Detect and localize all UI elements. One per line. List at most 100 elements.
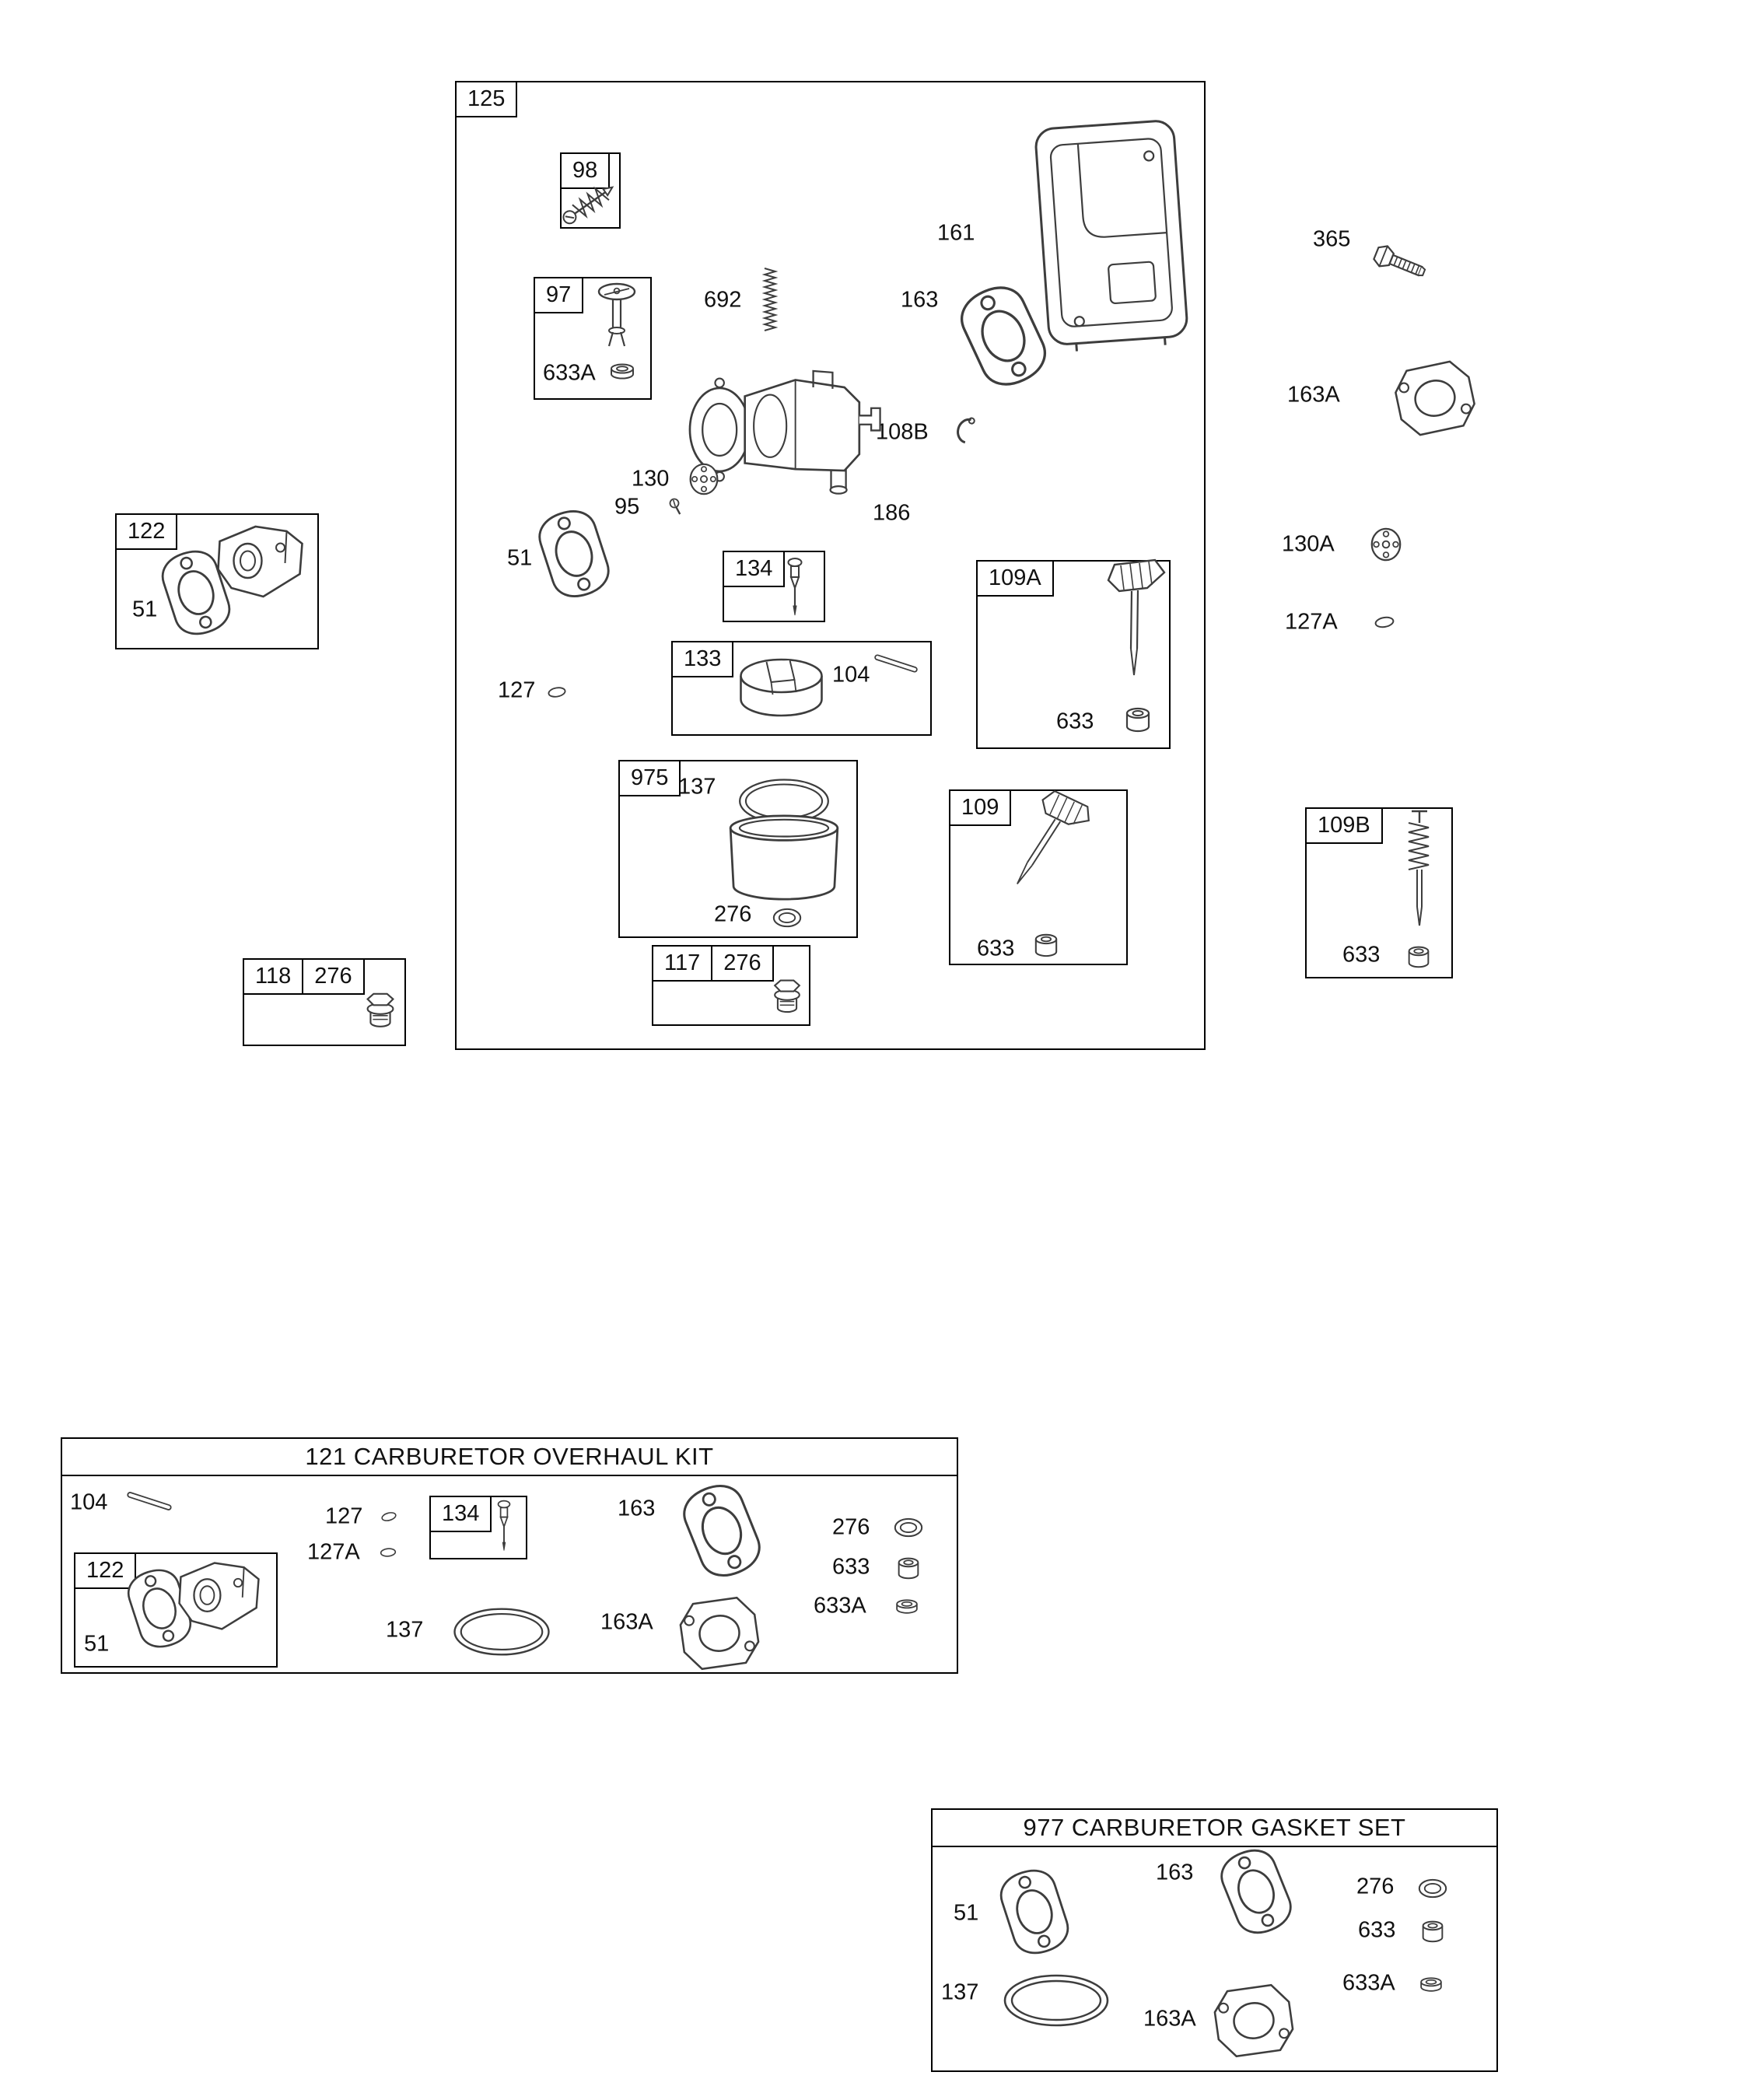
part-number-label: 51 [954, 1900, 979, 1926]
part-number-label: 108B [876, 419, 929, 445]
part-number-badge: 122 [115, 513, 178, 551]
kit-title: 977 CARBURETOR GASKET SET [933, 1810, 1496, 1847]
group-133-box: 133 [671, 641, 932, 736]
part-number-label: 633A [1342, 1970, 1395, 1996]
group-122-kit-box: 122 [74, 1552, 278, 1668]
seal-part-icon [896, 1599, 918, 1614]
part-number-badge: 276 [711, 945, 774, 982]
part-number-label: 104 [70, 1489, 108, 1515]
part-number-label: 276 [714, 901, 752, 927]
group-98-box: 98 [560, 152, 621, 229]
oring-lg-part-icon [453, 1608, 550, 1656]
part-number-label: 130A [1282, 531, 1335, 557]
part-number-label: 633 [1342, 942, 1381, 968]
group-134-box: 134 [723, 551, 825, 622]
part-number-label: 633 [1358, 1917, 1396, 1943]
part-number-badge: 134 [429, 1496, 492, 1533]
cyl-part-icon [1422, 1920, 1444, 1943]
needle-valve-part-icon [497, 1500, 511, 1552]
part-number-label: 137 [678, 774, 716, 800]
gasket-a-part-icon [1390, 357, 1480, 439]
group-122-badges: 122 [115, 513, 178, 551]
group-109A-box: 109A [976, 560, 1171, 749]
part-number-badge: 97 [534, 277, 584, 314]
part-number-badge: 109B [1305, 807, 1383, 845]
seal-part-icon [1420, 1977, 1442, 1992]
kit-title: 121 CARBURETOR OVERHAUL KIT [62, 1439, 957, 1476]
part-number-label: 163A [600, 1609, 653, 1635]
cover-part-icon [1033, 118, 1190, 355]
part-number-label: 163 [901, 287, 939, 313]
part-number-badge: 133 [671, 641, 734, 678]
part-number-label: 51 [132, 597, 158, 622]
gasket-a-part-icon [677, 1594, 762, 1672]
choke-part-icon [597, 282, 636, 348]
group-109B-box: 109B [1305, 807, 1453, 978]
oring-lg-part-icon [1003, 1974, 1109, 2027]
cyl-part-icon [1034, 933, 1058, 957]
part-number-label: 276 [1356, 1874, 1395, 1899]
group-122-box: 122 [115, 513, 319, 649]
group-109A-badges: 109A [976, 560, 1054, 597]
part-number-badge: 109A [976, 560, 1054, 597]
part-number-label: 163A [1143, 2006, 1196, 2032]
group-109-badges: 109 [949, 789, 1012, 827]
flange-part-icon [217, 525, 303, 598]
part-number-label: 692 [704, 287, 742, 313]
group-125-box: 125 [455, 81, 1206, 1050]
group-109-box: 109 [949, 789, 1128, 965]
group-98-badges: 98 [560, 152, 611, 190]
fitting-part-icon [366, 992, 394, 1027]
part-number-label: 633 [977, 936, 1015, 961]
part-number-label: 127 [498, 677, 536, 703]
part-number-label: 127 [325, 1503, 363, 1529]
needle-valve-part-icon [787, 557, 803, 617]
seal-part-icon [611, 363, 634, 380]
gasket-a-part-icon [1211, 1982, 1297, 2060]
part-number-label: 633 [832, 1554, 870, 1580]
part-number-label: 104 [832, 662, 870, 688]
part-number-label: 161 [937, 220, 975, 246]
oring-thin-part-icon [380, 1547, 397, 1558]
group-975-box: 975 [618, 760, 858, 938]
group-133-badges: 133 [671, 641, 734, 678]
part-number-badge: 975 [618, 760, 681, 797]
part-number-label: 51 [84, 1631, 110, 1657]
part-number-label: 163 [1156, 1860, 1194, 1885]
part-number-label: 137 [386, 1617, 424, 1643]
oring2-part-icon [1418, 1878, 1447, 1899]
group-134-kit-badges: 134 [429, 1496, 492, 1533]
part-number-label: 127A [307, 1539, 360, 1565]
group-97-box: 97 [534, 277, 652, 400]
part-number-badge: 125 [455, 81, 518, 118]
oring2-part-icon [894, 1517, 923, 1538]
group-975-badges: 975 [618, 760, 681, 797]
disc-part-icon [689, 463, 719, 495]
cyl-part-icon [1408, 946, 1430, 968]
group-125-badges: 125 [455, 81, 518, 118]
part-number-label: 633 [1056, 709, 1094, 734]
group-121-box: 121 CARBURETOR OVERHAUL KIT [61, 1437, 958, 1674]
group-109B-badges: 109B [1305, 807, 1383, 845]
part-number-badge: 122 [74, 1552, 137, 1590]
part-number-label: 186 [873, 500, 911, 526]
needle-rib-part-icon [1107, 558, 1166, 677]
fitting-part-icon [774, 979, 800, 1013]
cup-part-icon [729, 814, 839, 901]
float-part-icon [740, 658, 823, 717]
part-number-badge: 134 [723, 551, 786, 588]
part-number-label: 633A [814, 1593, 866, 1619]
part-number-label: 633A [543, 360, 596, 386]
group-134-kit-box: 134 [429, 1496, 527, 1559]
needle-spring-part-icon [1407, 810, 1430, 927]
part-number-badge: 118 [243, 958, 304, 996]
flange-part-icon [178, 1562, 260, 1630]
part-number-badge: 98 [560, 152, 611, 190]
part-number-badge: 109 [949, 789, 1012, 827]
bolt-part-icon [1371, 242, 1429, 284]
part-number-label: 51 [507, 545, 533, 571]
